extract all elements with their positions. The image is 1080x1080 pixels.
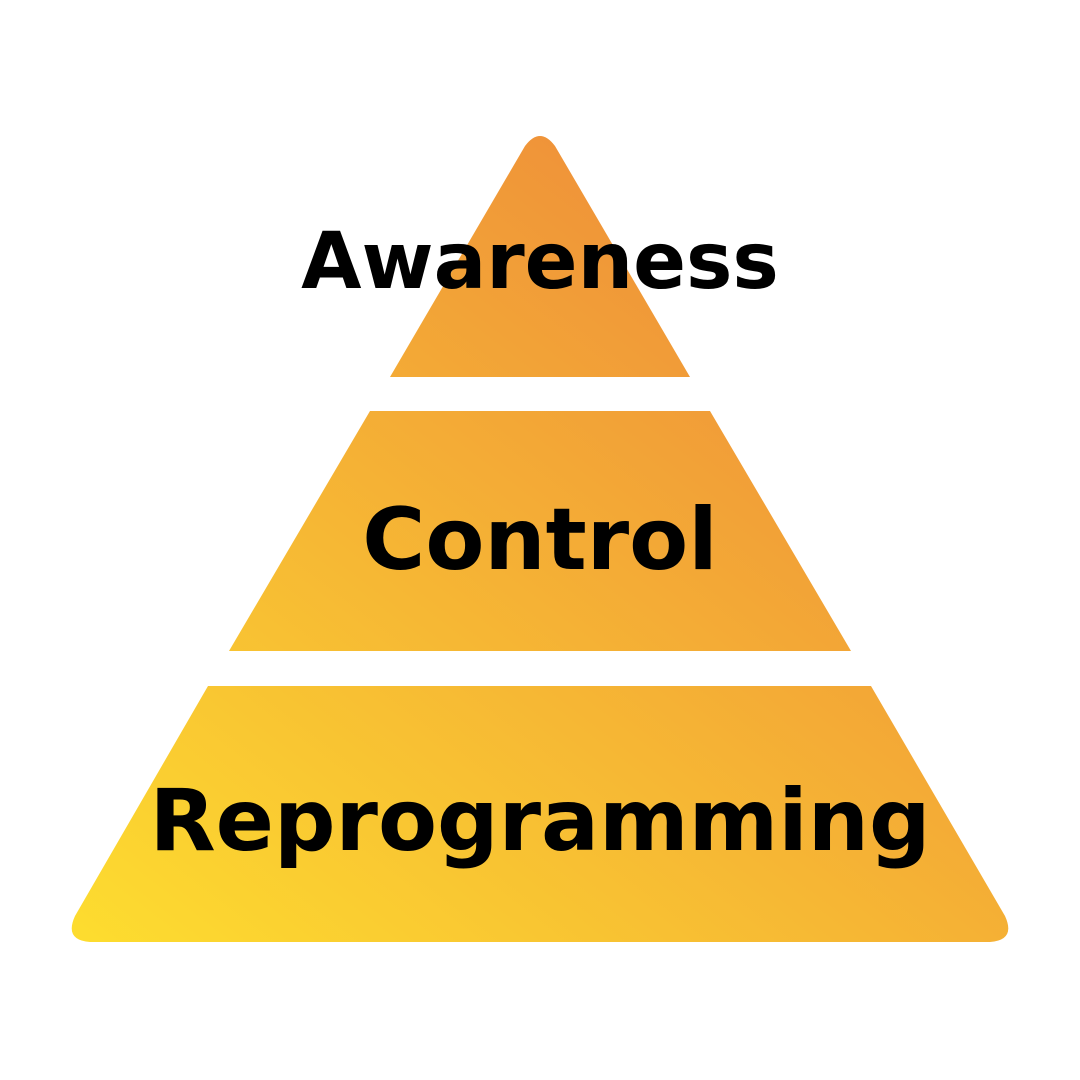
pyramid-tier-middle: [229, 411, 851, 651]
tier-label-awareness: Awareness: [301, 217, 779, 307]
tier-label-reprogramming: Reprogramming: [149, 771, 930, 871]
tier-label-control: Control: [362, 490, 718, 590]
pyramid-tier-bottom: [71, 686, 1009, 942]
pyramid-tier-top: [390, 136, 690, 377]
